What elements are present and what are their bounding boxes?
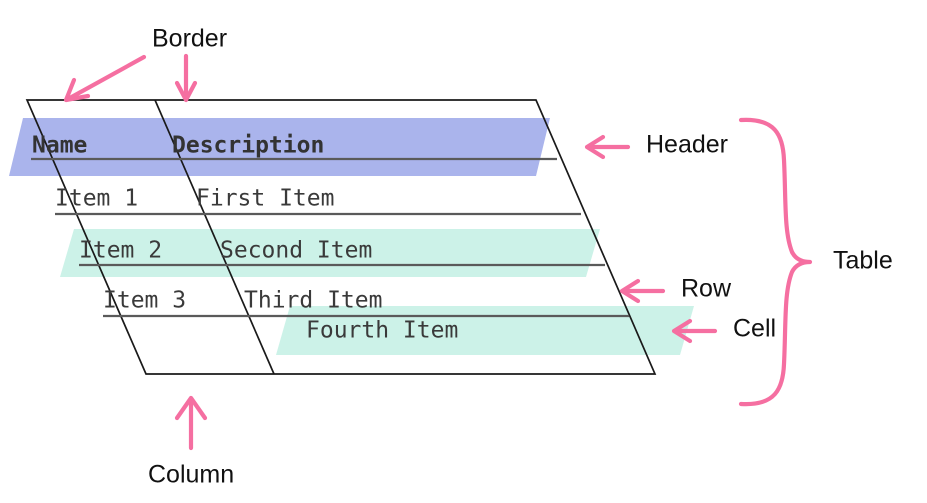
header-cell-name: Name: [32, 133, 87, 159]
row-label: Row: [681, 275, 732, 303]
annotation-header: Header: [584, 131, 728, 160]
row-arrow-left-icon: [619, 278, 666, 304]
table-text-layer: Name Description Item 1 First Item Item …: [32, 133, 458, 344]
body-cell-description-2: Second Item: [220, 238, 372, 264]
body-cell-name-1: Item 1: [55, 186, 138, 212]
column-label: Column: [148, 461, 234, 489]
annotation-row: Row: [619, 275, 732, 304]
header-label: Header: [646, 131, 728, 159]
border-arrow-diagonal-icon: [63, 54, 147, 103]
annotation-border: Border: [63, 25, 227, 103]
table-label: Table: [833, 247, 893, 275]
column-arrow-up-icon: [174, 395, 208, 451]
header-highlight-band: [9, 118, 550, 176]
border-label: Border: [152, 25, 227, 53]
body-cell-name-2: Item 2: [79, 238, 162, 264]
column-divider-border: [154, 99, 275, 375]
cell-highlight-band: [276, 306, 694, 355]
body-cell-name-3: Item 3: [103, 288, 186, 314]
body-cell-description-1: First Item: [196, 186, 334, 212]
annotation-table: Table: [738, 117, 893, 407]
annotation-column: Column: [148, 395, 234, 489]
body-cell-description-3: Third Item: [244, 288, 382, 314]
table-outline: [25, 99, 657, 375]
annotation-cell: Cell: [671, 315, 776, 344]
border-arrow-vertical-icon: [174, 53, 198, 103]
cell-label: Cell: [733, 315, 776, 343]
table-border-outline: [25, 99, 657, 375]
cell-arrow-left-icon: [671, 318, 718, 344]
table-curly-brace-icon: [738, 117, 813, 407]
header-cell-description: Description: [172, 133, 324, 159]
floating-cell-text: Fourth Item: [306, 318, 458, 344]
header-arrow-left-icon: [584, 134, 631, 160]
row-separator-layer: [31, 157, 629, 318]
